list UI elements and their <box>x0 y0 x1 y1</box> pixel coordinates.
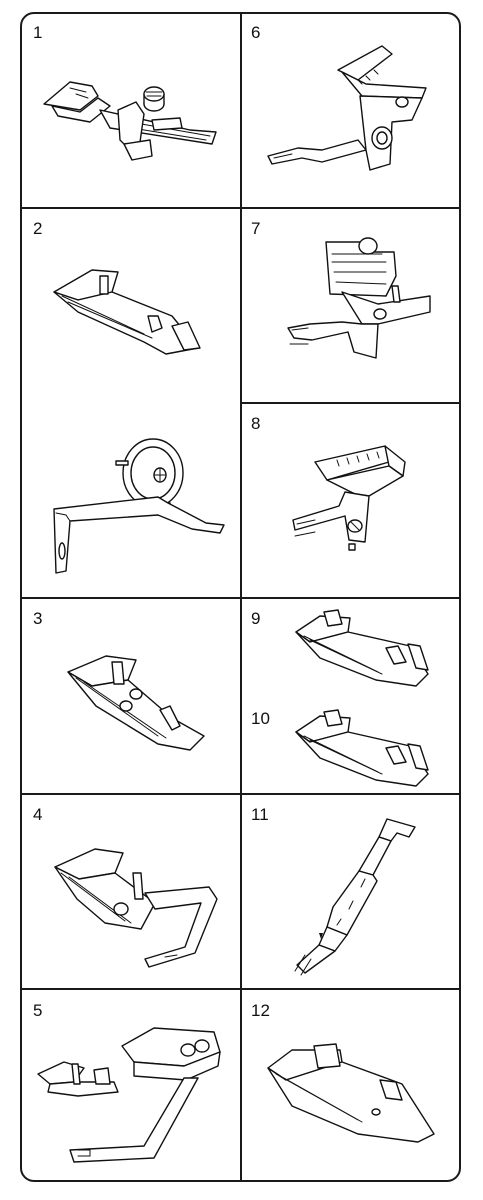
row-divider <box>20 988 461 990</box>
threader-tool-icon <box>275 815 425 980</box>
presser-foot-icon <box>290 702 440 792</box>
seam-guide-icon <box>282 232 442 372</box>
presser-foot-icon <box>262 1040 442 1150</box>
panel-number-12: 12 <box>251 1002 270 1019</box>
row-divider <box>20 793 461 795</box>
panel-number-8: 8 <box>251 415 260 432</box>
row-divider <box>20 597 461 599</box>
panel-number-6: 6 <box>251 24 260 41</box>
panel-number-4: 4 <box>33 806 42 823</box>
row-divider <box>240 207 461 209</box>
panel-number-11: 11 <box>251 806 269 823</box>
elastic-foot-icon <box>45 843 225 973</box>
row-divider <box>20 207 241 209</box>
cording-foot-icon <box>48 262 208 372</box>
fabric-guide-icon <box>285 432 435 572</box>
cording-guide-icon <box>46 425 226 580</box>
panel-number-9: 9 <box>251 610 260 627</box>
panel-number-5: 5 <box>33 1002 42 1019</box>
panel-number-2: 2 <box>33 220 42 237</box>
panel-number-1: 1 <box>33 24 42 41</box>
row-divider <box>240 402 461 404</box>
ruffler-foot-icon <box>40 70 220 170</box>
presser-foot-icon <box>290 602 440 692</box>
blind-hem-foot-icon <box>34 1022 229 1172</box>
panel-number-10: 10 <box>251 710 270 727</box>
beading-foot-icon <box>62 650 212 760</box>
edge-guide-icon <box>262 40 442 190</box>
panel-number-3: 3 <box>33 610 42 627</box>
panel-number-7: 7 <box>251 220 260 237</box>
